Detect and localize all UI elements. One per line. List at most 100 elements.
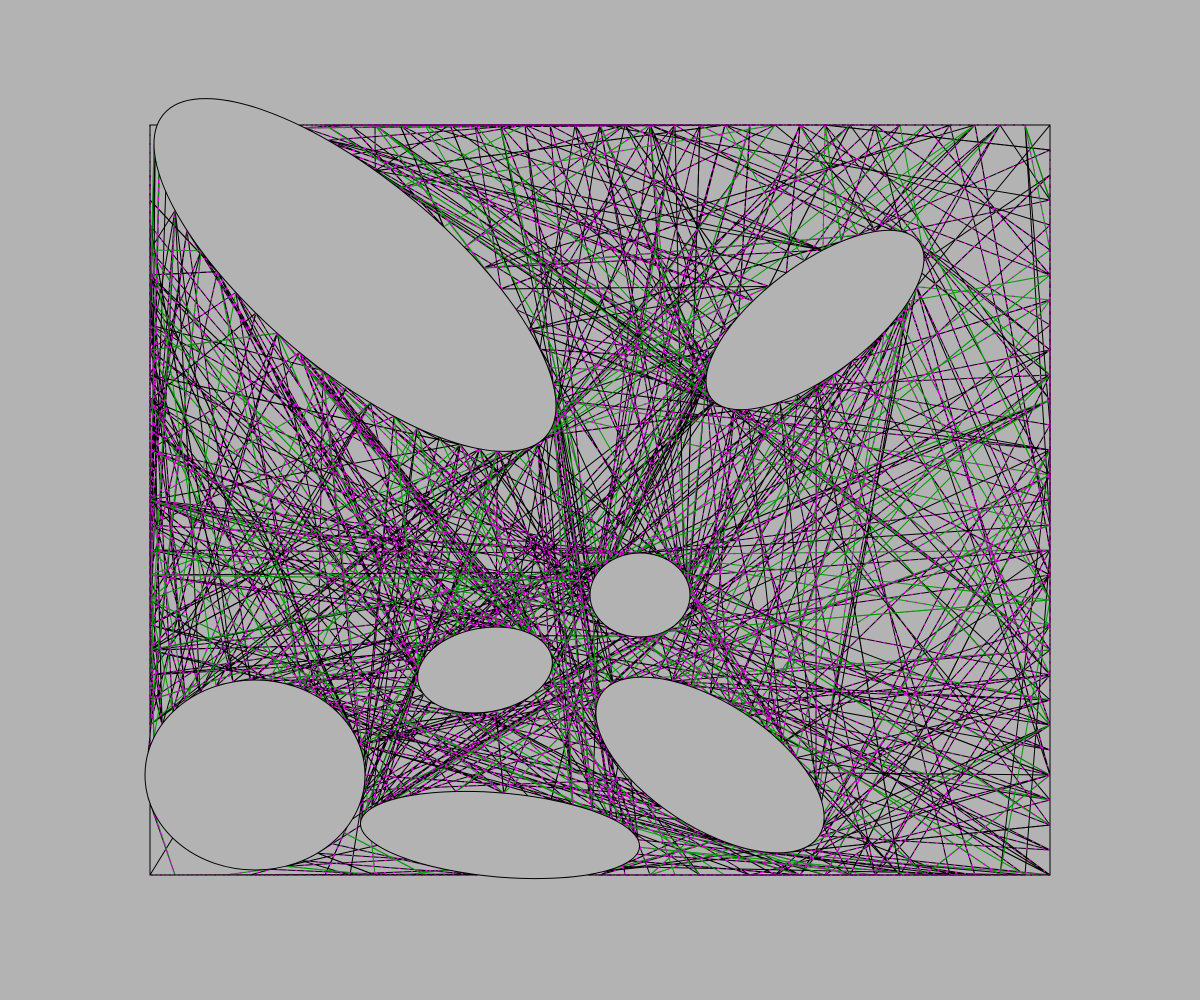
mesh-edge	[636, 349, 1051, 554]
mesh-edge-green	[1024, 124, 1051, 201]
mesh-edge	[874, 124, 903, 232]
mesh-edge	[815, 384, 1051, 676]
mesh-edge-magenta	[149, 499, 201, 693]
mesh-edge-magenta	[149, 249, 187, 702]
mesh-edge-green	[689, 594, 1051, 826]
mesh-edge-green	[555, 399, 1051, 476]
mesh-edge	[495, 710, 505, 794]
mesh-edge-magenta	[186, 230, 252, 681]
domain-border	[149, 124, 1051, 876]
mesh-edge	[342, 717, 739, 847]
mesh-edge-magenta	[324, 124, 711, 361]
mesh-edge-magenta	[149, 649, 609, 751]
hole-3	[589, 552, 691, 638]
mesh-edge-magenta	[509, 706, 664, 809]
mesh-edge-magenta	[728, 301, 910, 705]
mesh-edge-magenta	[459, 443, 610, 818]
mesh-edge	[215, 402, 371, 687]
mesh-edge-magenta	[149, 324, 420, 669]
mesh-edge-green	[276, 332, 442, 708]
mesh-edge	[285, 683, 601, 736]
mesh-edge-magenta	[149, 524, 505, 794]
mesh-edge-magenta	[302, 685, 420, 690]
mesh-edge-magenta	[149, 230, 188, 501]
mesh-edge	[528, 124, 601, 330]
mesh-edge-magenta	[463, 124, 626, 248]
mesh-edge	[674, 124, 859, 236]
mesh-edge	[342, 693, 425, 719]
mesh-edge	[756, 850, 951, 876]
mesh-edge	[840, 124, 876, 242]
mesh-edge-magenta	[597, 124, 651, 619]
mesh-edge-magenta	[637, 499, 1051, 554]
mesh-edge-magenta	[614, 630, 656, 679]
mesh-edge-magenta	[250, 450, 498, 681]
mesh-edge-green	[799, 124, 860, 236]
hole-7	[595, 676, 825, 854]
mesh-edge-magenta	[555, 413, 1051, 526]
mesh-edge-magenta	[359, 744, 663, 809]
mesh-edge-magenta	[545, 124, 776, 437]
mesh-edge-magenta	[605, 625, 614, 684]
mesh-edge	[555, 124, 626, 415]
mesh-edge-green	[374, 124, 484, 269]
mesh-edge-magenta	[748, 624, 1051, 717]
mesh-edge-magenta	[669, 628, 1051, 701]
mesh-edge	[522, 373, 835, 632]
mesh-edge	[799, 124, 876, 232]
mesh-edge-magenta	[574, 124, 707, 385]
mesh-edge	[149, 649, 286, 685]
mesh-edge-magenta	[822, 374, 1051, 827]
mesh-edge-green	[901, 124, 1001, 232]
mesh-edge-magenta	[149, 658, 424, 676]
mesh-edge-magenta	[542, 684, 605, 691]
mesh-edge-green	[395, 628, 671, 800]
mesh-edge-green	[883, 331, 1051, 601]
mesh-edge-magenta	[614, 630, 1051, 751]
mesh-edge-magenta	[522, 700, 597, 711]
mesh-edge-magenta	[551, 124, 851, 427]
mesh-edge-magenta	[747, 349, 1051, 411]
mesh-edge-green	[149, 499, 186, 702]
mesh-edge	[351, 154, 754, 302]
mesh-edge	[815, 787, 901, 876]
mesh-edge-magenta	[649, 845, 739, 876]
mesh-edge	[149, 374, 480, 450]
mesh-edge-magenta	[542, 685, 602, 737]
mesh-edge-magenta	[149, 549, 594, 582]
mesh-edge-magenta	[363, 689, 605, 791]
mesh-edge-magenta	[671, 409, 749, 682]
mesh-edge-magenta	[438, 436, 591, 601]
mesh-edge-magenta	[358, 710, 497, 806]
mesh-edge-magenta	[688, 584, 783, 744]
mesh-edge	[529, 285, 770, 331]
mesh-edge	[495, 451, 498, 628]
mesh-edge	[149, 435, 547, 626]
mesh-edge-magenta	[801, 848, 1051, 876]
mesh-edge-magenta	[765, 449, 1051, 730]
mesh-edge-green	[285, 630, 468, 685]
mesh-edge-magenta	[464, 246, 715, 403]
mesh-edge-green	[636, 249, 1051, 554]
mesh-edge	[729, 331, 885, 705]
mesh-edge-magenta	[149, 449, 616, 633]
mesh-edge-magenta	[604, 838, 720, 872]
mesh-edge-magenta	[733, 409, 823, 802]
mesh-edge-green	[555, 400, 599, 573]
mesh-edge-magenta	[605, 124, 726, 565]
mesh-edge	[688, 584, 1051, 726]
mesh-edge-magenta	[684, 401, 781, 577]
mesh-edge	[916, 286, 1051, 576]
mesh-edge-magenta	[899, 624, 1051, 876]
mesh-edge-magenta	[622, 806, 663, 826]
mesh-edge	[375, 170, 824, 251]
mesh-edge-magenta	[149, 352, 301, 601]
mesh-edge-magenta	[317, 852, 408, 860]
mesh-edge-magenta	[149, 554, 626, 701]
mesh-edge	[722, 406, 1051, 801]
mesh-edge-magenta	[374, 124, 708, 374]
mesh-edge	[466, 360, 853, 632]
mesh-edge-magenta	[688, 604, 1051, 751]
mesh-edge-magenta	[324, 658, 425, 876]
